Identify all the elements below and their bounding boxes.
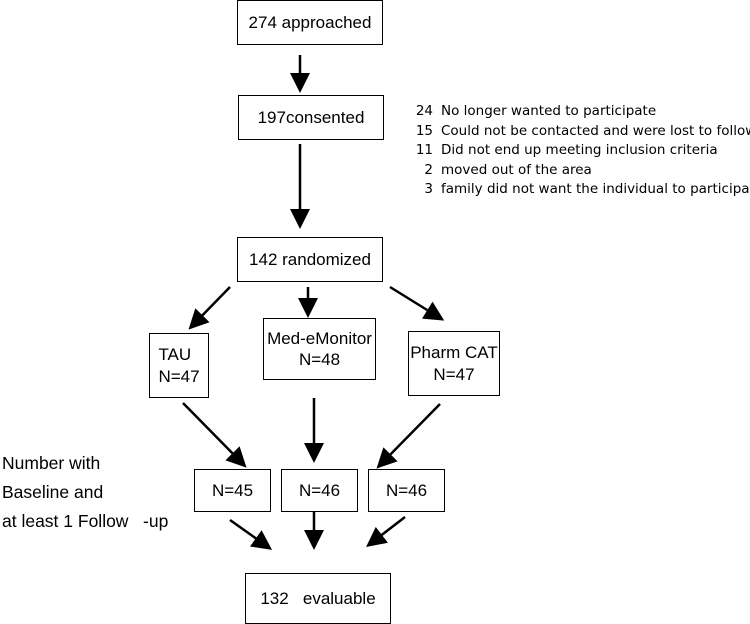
tau-name: TAU (158, 345, 192, 365)
med-emonitor-count: N=48 (298, 350, 341, 369)
exclusion-count: 3 (424, 181, 433, 197)
followup-side-label: Number with Baseline and at least 1 Foll… (2, 449, 168, 536)
exclusion-reason: family did not want the individual to pa… (441, 181, 750, 197)
exclusion-row: 15 Could not be contacted and were lost … (413, 123, 750, 143)
exclusion-row: 24 No longer wanted to participate (413, 103, 750, 123)
arrow-pharm-to-n46 (376, 403, 441, 469)
randomized-label: 142 randomized (249, 249, 371, 269)
side-label-line: Number with (2, 453, 101, 473)
exclusion-row: 2 moved out of the area (413, 162, 750, 182)
n46-med-box: N=46 (281, 469, 358, 512)
n46-med-label: N=46 (298, 480, 341, 500)
exclusion-count: 2 (424, 161, 433, 178)
tau-box: TAU N=47 (149, 333, 209, 398)
exclusion-row: 3 family did not want the individual to … (413, 181, 750, 201)
exclusion-reason: moved out of the area (441, 161, 592, 178)
side-label-line: at least 1 Follow -up (2, 511, 169, 531)
pharm-cat-count: N=47 (433, 364, 475, 384)
pharm-cat-name: Pharm CAT (410, 343, 498, 363)
approached-label: 274 approached (248, 12, 372, 32)
med-emonitor-name: Med-eMonitor (267, 328, 372, 348)
exclusion-reason: Did not end up meeting inclusion criteri… (441, 142, 718, 158)
tau-count: N=47 (158, 366, 200, 386)
exclusion-row: 11 Did not end up meeting inclusion crit… (413, 142, 750, 162)
exclusion-count: 11 (415, 142, 433, 158)
n46-pharm-label: N=46 (385, 480, 428, 500)
randomized-box: 142 randomized (237, 237, 383, 282)
exclusion-list: 24 No longer wanted to participate 15 Co… (413, 103, 750, 201)
consented-label: 197consented (257, 107, 365, 127)
arrow-tau-to-n45 (182, 402, 247, 468)
approached-box: 274 approached (237, 0, 383, 45)
pharm-cat-box: Pharm CAT N=47 (408, 331, 500, 396)
arrow-n46b-to-evaluable (366, 516, 406, 548)
exclusion-reason: No longer wanted to participate (441, 103, 657, 119)
n45-label: N=45 (211, 480, 254, 500)
consented-box: 197consented (238, 95, 384, 140)
pharm-cat-label: Pharm CAT N=47 (410, 342, 498, 385)
arrow-randomized-to-tau (188, 286, 231, 330)
side-label-line: Baseline and (2, 482, 104, 502)
n46-pharm-box: N=46 (368, 469, 445, 512)
evaluable-label: 132 evaluable (260, 588, 376, 608)
tau-label: TAU N=47 (158, 344, 199, 387)
exclusion-reason: Could not be contacted and were lost to … (441, 122, 750, 139)
exclusion-count: 15 (415, 122, 433, 139)
arrow-randomized-to-pharm (389, 285, 445, 321)
med-emonitor-label: Med-eMonitor N=48 (267, 328, 372, 371)
n45-box: N=45 (194, 469, 271, 512)
med-emonitor-box: Med-eMonitor N=48 (263, 318, 376, 380)
arrow-n45-to-evaluable (229, 518, 273, 550)
exclusion-count: 24 (415, 103, 433, 119)
evaluable-box: 132 evaluable (245, 573, 391, 624)
